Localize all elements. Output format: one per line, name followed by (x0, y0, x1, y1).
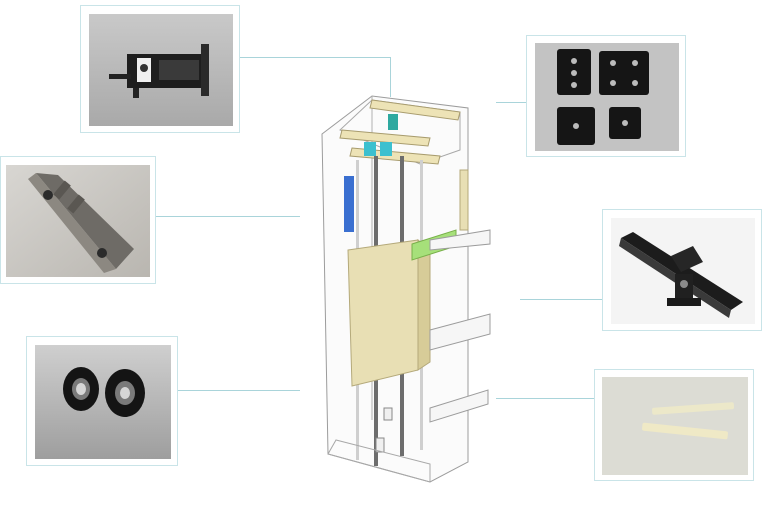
guide-shoe-mounting-plate-photo-icon (6, 165, 150, 277)
elevator-shaft-3d-cutaway-illustration-icon (300, 90, 500, 485)
leader-line-liners (496, 398, 594, 399)
rubber-isolation-pads-photo-icon (535, 43, 679, 151)
pulley-wheels-photo-icon (35, 345, 171, 459)
callout-frame-guide-shoe-plate (0, 156, 156, 284)
callout-frame-rope-pulleys (26, 336, 178, 466)
callout-frame-rubber-pads (526, 35, 686, 157)
callout-frame-switch-assembly (80, 5, 240, 133)
limit-switch-assembly-photo-icon (89, 14, 233, 126)
leader-line-switch-drop (390, 57, 391, 97)
leader-line-switch (240, 57, 390, 58)
nylon-guide-liners-photo-icon (602, 377, 748, 475)
leader-line-guide-shoe (520, 299, 602, 300)
leader-line-pads (496, 102, 526, 103)
leader-line-plate (156, 216, 300, 217)
car-guide-shoe-photo-icon (611, 218, 755, 324)
callout-frame-guide-shoe (602, 209, 762, 331)
callout-frame-guide-liners (594, 369, 754, 481)
leader-line-pulleys (178, 390, 300, 391)
